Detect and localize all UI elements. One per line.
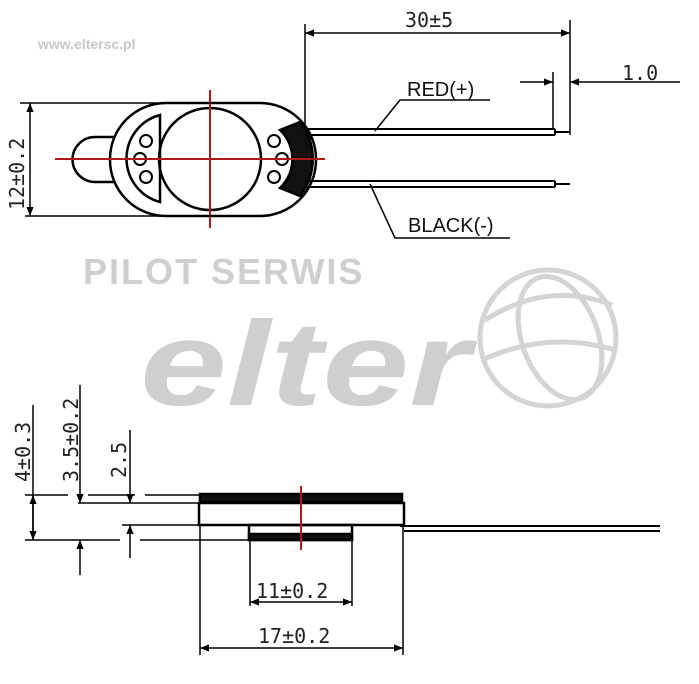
- wire-leads: [555, 131, 570, 185]
- black-wire: [305, 180, 556, 188]
- watermark-brand: elter: [140, 297, 478, 431]
- watermark: www.eltersc.pl PILOT SERWIS elter: [37, 36, 619, 431]
- top-view: [20, 20, 680, 239]
- globe-logo-icon: [477, 267, 619, 409]
- watermark-url: www.eltersc.pl: [37, 36, 136, 52]
- red-wire-label: RED(+): [407, 79, 474, 101]
- inner-width-dimension: 11±0.2: [256, 579, 328, 603]
- black-wire-label: BLACK(-): [408, 215, 494, 237]
- side-view: [25, 385, 660, 655]
- height-dimension: 12±0.2: [5, 138, 29, 210]
- watermark-company: PILOT SERWIS: [83, 251, 364, 292]
- centerline: [55, 90, 325, 228]
- vent-holes: [133, 134, 289, 184]
- lead-dimension: 1.0: [622, 61, 658, 85]
- inner-height-dimension: 2.5: [107, 442, 131, 478]
- side-wire: [400, 525, 660, 532]
- dimension-lines: [20, 20, 680, 239]
- total-height-dimension: 4±0.3: [11, 422, 35, 482]
- length-dimension: 30±5: [405, 8, 453, 32]
- outer-width-dimension: 17±0.2: [258, 624, 330, 648]
- body-height-dimension: 3.5±0.2: [59, 398, 83, 482]
- side-dimension-lines: [25, 385, 404, 655]
- red-wire: [305, 128, 556, 136]
- terminal-half-disc: [125, 113, 162, 204]
